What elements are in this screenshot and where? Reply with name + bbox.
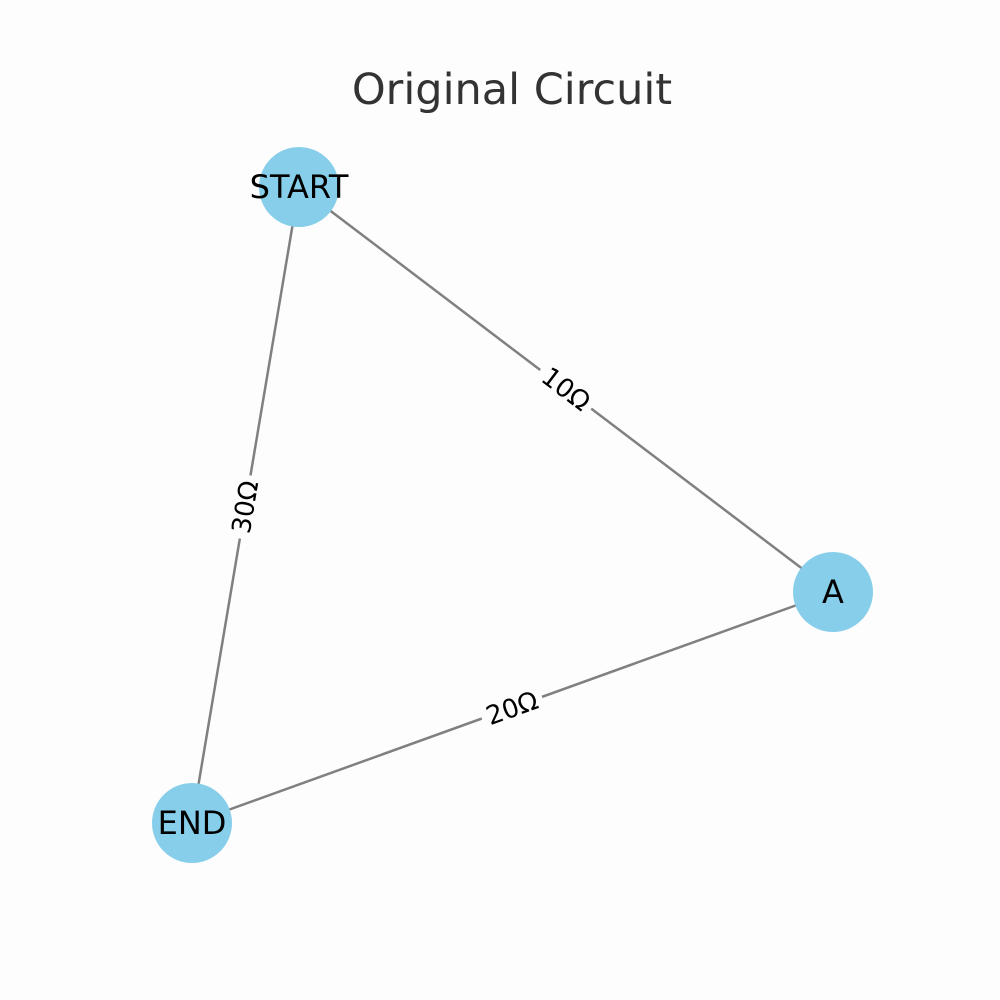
node-label: END	[158, 804, 227, 842]
node-circle	[152, 783, 232, 863]
edge-label-background	[530, 356, 602, 422]
node-circle	[793, 552, 873, 632]
node-label: START	[250, 168, 349, 206]
edge-label-start-end: 30Ω	[222, 472, 268, 542]
edge-label-background	[476, 681, 548, 735]
node-start: START	[250, 147, 349, 227]
node-a: A	[793, 552, 873, 632]
nodes: START A END	[152, 147, 873, 863]
edge-label-background	[222, 472, 268, 542]
edge-labels: 10Ω 20Ω 30Ω	[222, 356, 602, 735]
node-end: END	[152, 783, 232, 863]
diagram-title: Original Circuit	[352, 65, 672, 115]
node-circle	[259, 147, 339, 227]
node-label: A	[822, 573, 844, 611]
